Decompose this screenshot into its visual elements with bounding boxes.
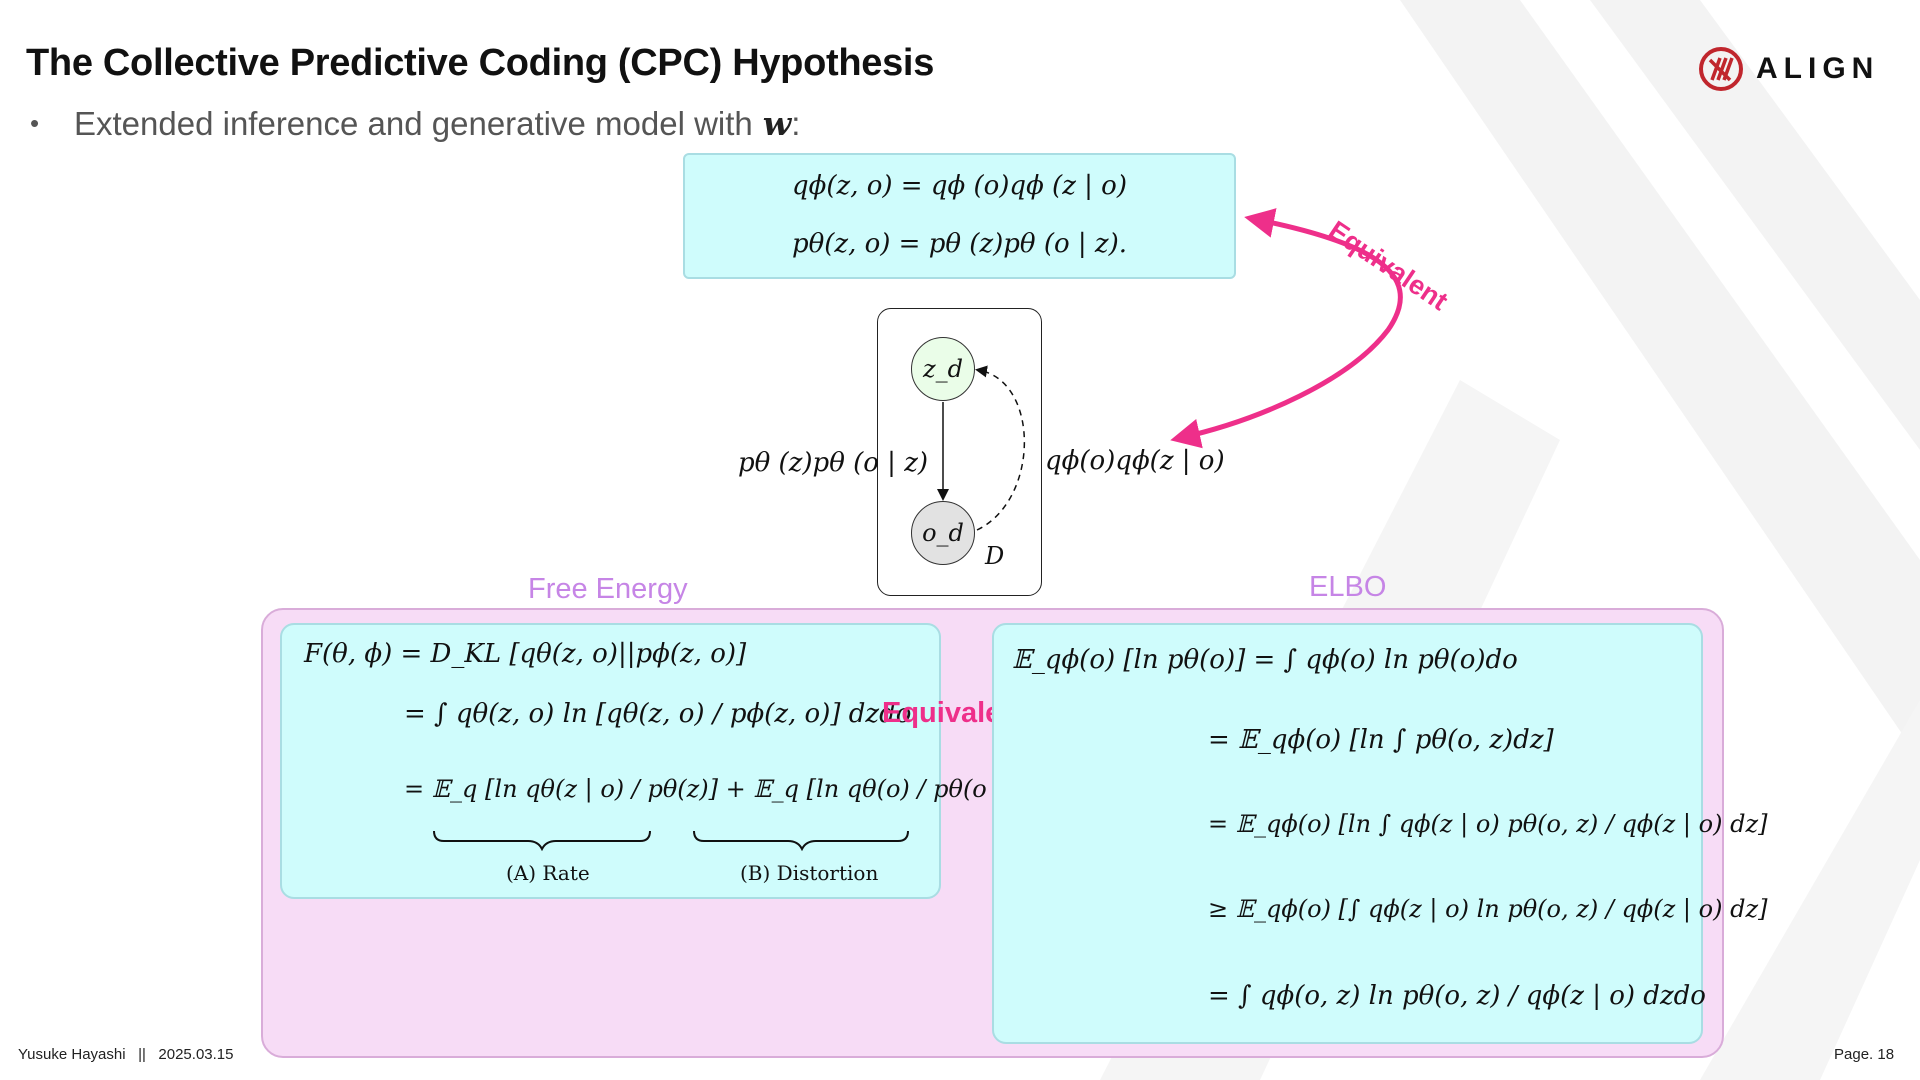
bullet-variable: w xyxy=(762,104,792,143)
free-energy-line-2: = ∫ qθ(z, o) ln [qθ(z, o) / pϕ(z, o)] dz… xyxy=(404,699,912,729)
footer-author: Yusuke Hayashi xyxy=(18,1046,126,1063)
bullet-text: Extended inference and generative model … xyxy=(74,104,753,142)
elbo-line-3: = 𝔼_qϕ(o) [ln ∫ qϕ(z | o) pθ(o, z) / qϕ(… xyxy=(1208,810,1768,838)
align-logo-icon xyxy=(1699,47,1743,91)
rate-label: (A) Rate xyxy=(506,861,590,885)
latent-node-z: z_d xyxy=(911,337,975,401)
generative-model-equation: pθ(z, o) = pθ (z)pθ (o | z). xyxy=(791,229,1128,259)
equivalent-label-top: Equivalent xyxy=(1323,215,1454,317)
bullet-point: • Extended inference and generative mode… xyxy=(30,104,800,143)
observed-node-label: o_d xyxy=(922,519,964,547)
elbo-label: ELBO xyxy=(1309,571,1387,603)
bullet-suffix: : xyxy=(791,104,801,142)
underbraces xyxy=(433,830,909,851)
free-energy-line-3: = 𝔼_q [ln qθ(z | o) / pθ(z)] + 𝔼_q [ln q… xyxy=(404,775,1042,803)
generative-path-label: pθ (z)pθ (o | z) xyxy=(738,448,929,478)
logo-text: ALIGN xyxy=(1756,52,1880,85)
bullet-dot: • xyxy=(30,108,40,138)
observed-node-o: o_d xyxy=(911,501,975,565)
elbo-line-4: ≥ 𝔼_qϕ(o) [∫ qϕ(z | o) ln pθ(o, z) / qϕ(… xyxy=(1208,895,1768,923)
plate-label: D xyxy=(985,542,1005,570)
footer-separator: || xyxy=(138,1046,146,1063)
align-logo: ALIGN xyxy=(1698,46,1879,92)
slide-title: The Collective Predictive Coding (CPC) H… xyxy=(26,42,935,84)
footer-author-date: Yusuke Hayashi || 2025.03.15 xyxy=(18,1046,233,1063)
model-equations-box: qϕ(z, o) = qϕ (o)qϕ (z | o) pθ(z, o) = p… xyxy=(683,153,1236,279)
free-energy-box: F(θ, ϕ) = D_KL [qθ(z, o)||pϕ(z, o)] = ∫ … xyxy=(280,623,1041,899)
footer-date: 2025.03.15 xyxy=(158,1046,234,1063)
latent-node-label: z_d xyxy=(922,355,963,383)
free-energy-line-1: F(θ, ϕ) = D_KL [qθ(z, o)||pϕ(z, o)] xyxy=(304,639,747,669)
distortion-label: (B) Distortion xyxy=(740,861,879,885)
elbo-box: 𝔼_qϕ(o) [ln pθ(o)] = ∫ qϕ(o) ln pθ(o)do … xyxy=(992,623,1767,1044)
elbo-line-5: = ∫ qϕ(o, z) ln pθ(o, z) / qϕ(z | o) dzd… xyxy=(1208,981,1706,1011)
inference-path-label: qϕ(o)qϕ(z | o) xyxy=(1045,446,1225,476)
free-energy-label: Free Energy xyxy=(528,573,688,605)
inference-model-equation: qϕ(z, o) = qϕ (o)qϕ (z | o) xyxy=(792,171,1127,201)
elbo-line-2: = 𝔼_qϕ(o) [ln ∫ pθ(o, z)dz] xyxy=(1208,725,1554,755)
page-number: Page. 18 xyxy=(1834,1046,1895,1063)
elbo-line-1: 𝔼_qϕ(o) [ln pθ(o)] = ∫ qϕ(o) ln pθ(o)do xyxy=(1012,645,1518,675)
